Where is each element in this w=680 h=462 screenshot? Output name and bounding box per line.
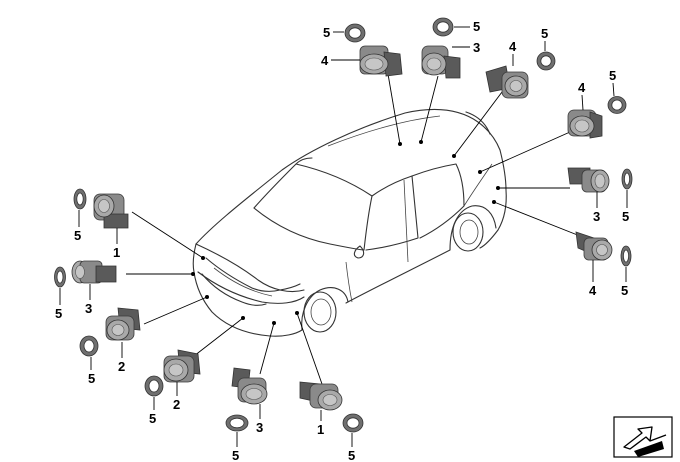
park-distance-sensor-icon (567, 167, 610, 193)
callout-label: 4 (509, 39, 517, 54)
park-distance-sensor-icon (359, 45, 403, 77)
sensors (71, 45, 613, 411)
car-outline-icon (192, 109, 507, 337)
callout-label: 5 (149, 411, 156, 426)
gasket-ring-icon (620, 245, 632, 267)
gasket-ring-icon (225, 414, 249, 432)
callout-label: 3 (85, 301, 92, 316)
park-distance-sensor-icon (567, 109, 603, 139)
park-distance-sensor-icon (575, 231, 613, 261)
callout-label: 5 (55, 306, 62, 321)
callout-label: 5 (232, 448, 239, 462)
callout-label: 5 (541, 26, 548, 41)
gasket-ring-icon (607, 96, 627, 114)
callout-label: 5 (473, 19, 480, 34)
callout-label: 4 (589, 283, 597, 298)
callout-label: 5 (621, 283, 628, 298)
gasket-ring-icon (536, 51, 556, 71)
callout-label: 3 (593, 209, 600, 224)
callout-label: 1 (113, 245, 120, 260)
callout-label: 2 (118, 359, 125, 374)
callout-label: 4 (578, 80, 586, 95)
gasket-ring-icon (54, 266, 66, 288)
callout-label: 3 (256, 420, 263, 435)
gasket-ring-icon (344, 23, 366, 43)
gasket-ring-icon (432, 17, 454, 37)
rings (54, 17, 633, 433)
gasket-ring-icon (73, 188, 87, 210)
leader-lines (126, 73, 581, 385)
park-distance-sensor-icon (299, 381, 343, 411)
gasket-ring-icon (621, 168, 633, 190)
park-distance-sensor-icon (93, 193, 129, 229)
callout-label: 5 (74, 228, 81, 243)
gasket-ring-icon (144, 375, 164, 397)
callout-label: 2 (173, 397, 180, 412)
park-distance-sensor-icon (231, 367, 268, 405)
callout-label: 5 (622, 209, 629, 224)
leader-dots (191, 140, 500, 325)
callout-label: 5 (323, 25, 330, 40)
callout-label: 5 (609, 68, 616, 83)
gasket-ring-icon (342, 413, 364, 433)
park-distance-sensor-icon (421, 45, 461, 79)
callout-label: 5 (348, 448, 355, 462)
park-distance-sensor-icon (105, 307, 141, 341)
callout-label: 1 (317, 422, 324, 437)
callout-label: 5 (88, 371, 95, 386)
callout-label: 4 (321, 53, 329, 68)
park-distance-sensor-icon (71, 260, 117, 284)
park-distance-sensor-icon (163, 349, 201, 383)
callout-label: 3 (473, 40, 480, 55)
catalog-arrow-icon[interactable] (613, 416, 673, 458)
gasket-ring-icon (79, 335, 99, 357)
park-distance-sensor-icon (485, 65, 529, 99)
callout-labels: 5 4 5 3 4 5 5 4 3 5 4 5 5 1 5 3 2 5 5 (55, 19, 629, 462)
